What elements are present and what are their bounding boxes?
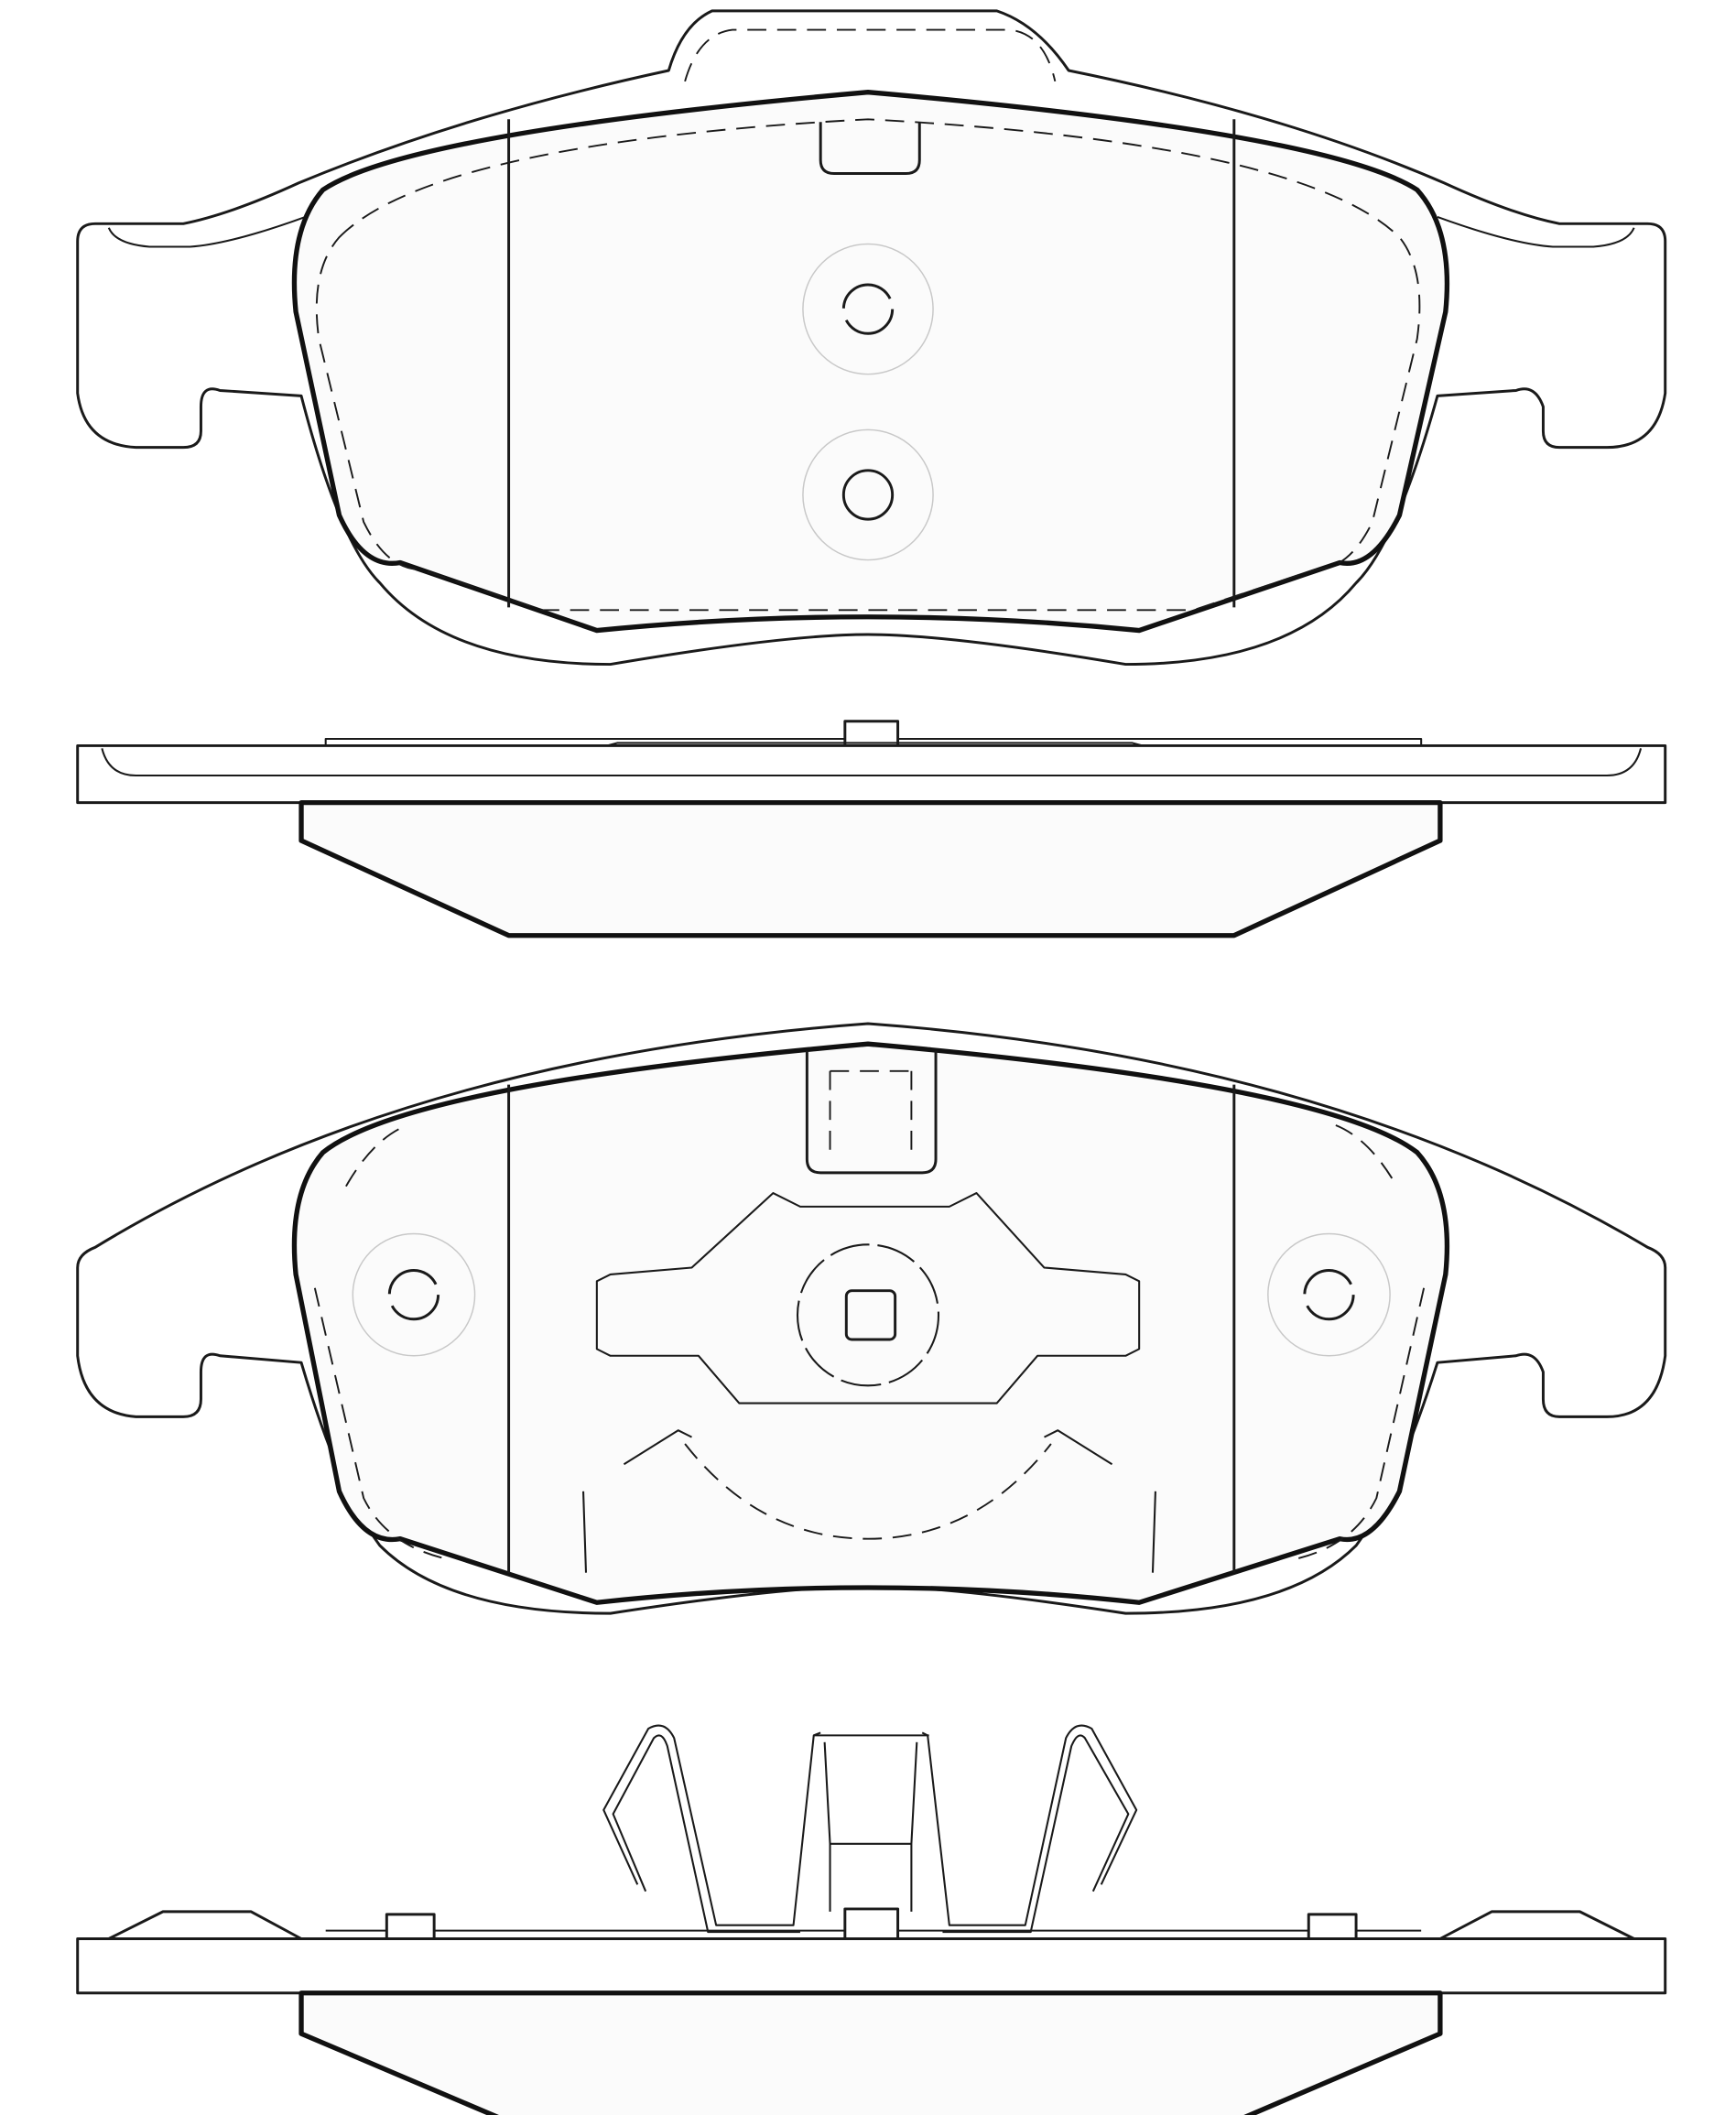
ear-inner-line (1437, 215, 1635, 248)
spring-clip-left-arm (602, 1724, 821, 1934)
center-tab (843, 720, 900, 747)
backplate-side (76, 743, 1667, 805)
center-square-hole (844, 1289, 897, 1341)
tab-right (1307, 1913, 1358, 1940)
pin-hole-left (387, 1269, 440, 1321)
side-view-pad-2 (76, 1724, 1667, 2115)
front-view-pad-1 (76, 9, 1667, 667)
lower-spring-arm-left (582, 1429, 692, 1573)
pin-boss-outline (802, 428, 934, 561)
center-slot (805, 1050, 938, 1175)
top-notch (819, 122, 921, 176)
pin-hole-right (1303, 1269, 1355, 1321)
pin-hole (841, 283, 895, 335)
wedge-right (1438, 1910, 1636, 1940)
friction-side (298, 799, 1443, 938)
backplate-side (76, 1937, 1667, 1995)
tab-dashed-line (684, 28, 1057, 82)
ear-inner-line (107, 215, 306, 248)
spring-plate-outline (595, 1192, 1141, 1405)
wear-dashed-line (315, 118, 1421, 612)
friction-material (291, 90, 1450, 634)
tab-left (385, 1913, 436, 1940)
lower-dashed-arc (684, 1443, 1052, 1540)
friction-side (298, 1990, 1443, 2115)
friction-material (291, 1041, 1450, 1605)
pin-boss-outline (352, 1232, 476, 1357)
center-boss (796, 1243, 940, 1387)
tab-center (843, 1907, 900, 1940)
side-view-pad-1 (76, 720, 1667, 938)
pin-hole (841, 469, 895, 521)
spring-clip-center (813, 1734, 929, 1912)
wedge-left (107, 1910, 303, 1940)
backplate-inner-line (101, 748, 1643, 777)
pin-boss-outline (1267, 1232, 1391, 1357)
pin-boss-outline (802, 243, 934, 375)
front-view-pad-2 (76, 1022, 1667, 1615)
spring-clip-right-arm (921, 1724, 1138, 1934)
center-slot-dashed (829, 1069, 913, 1153)
wear-dashed-line (313, 1124, 1426, 1560)
lower-spring-arm-right (1044, 1429, 1156, 1573)
